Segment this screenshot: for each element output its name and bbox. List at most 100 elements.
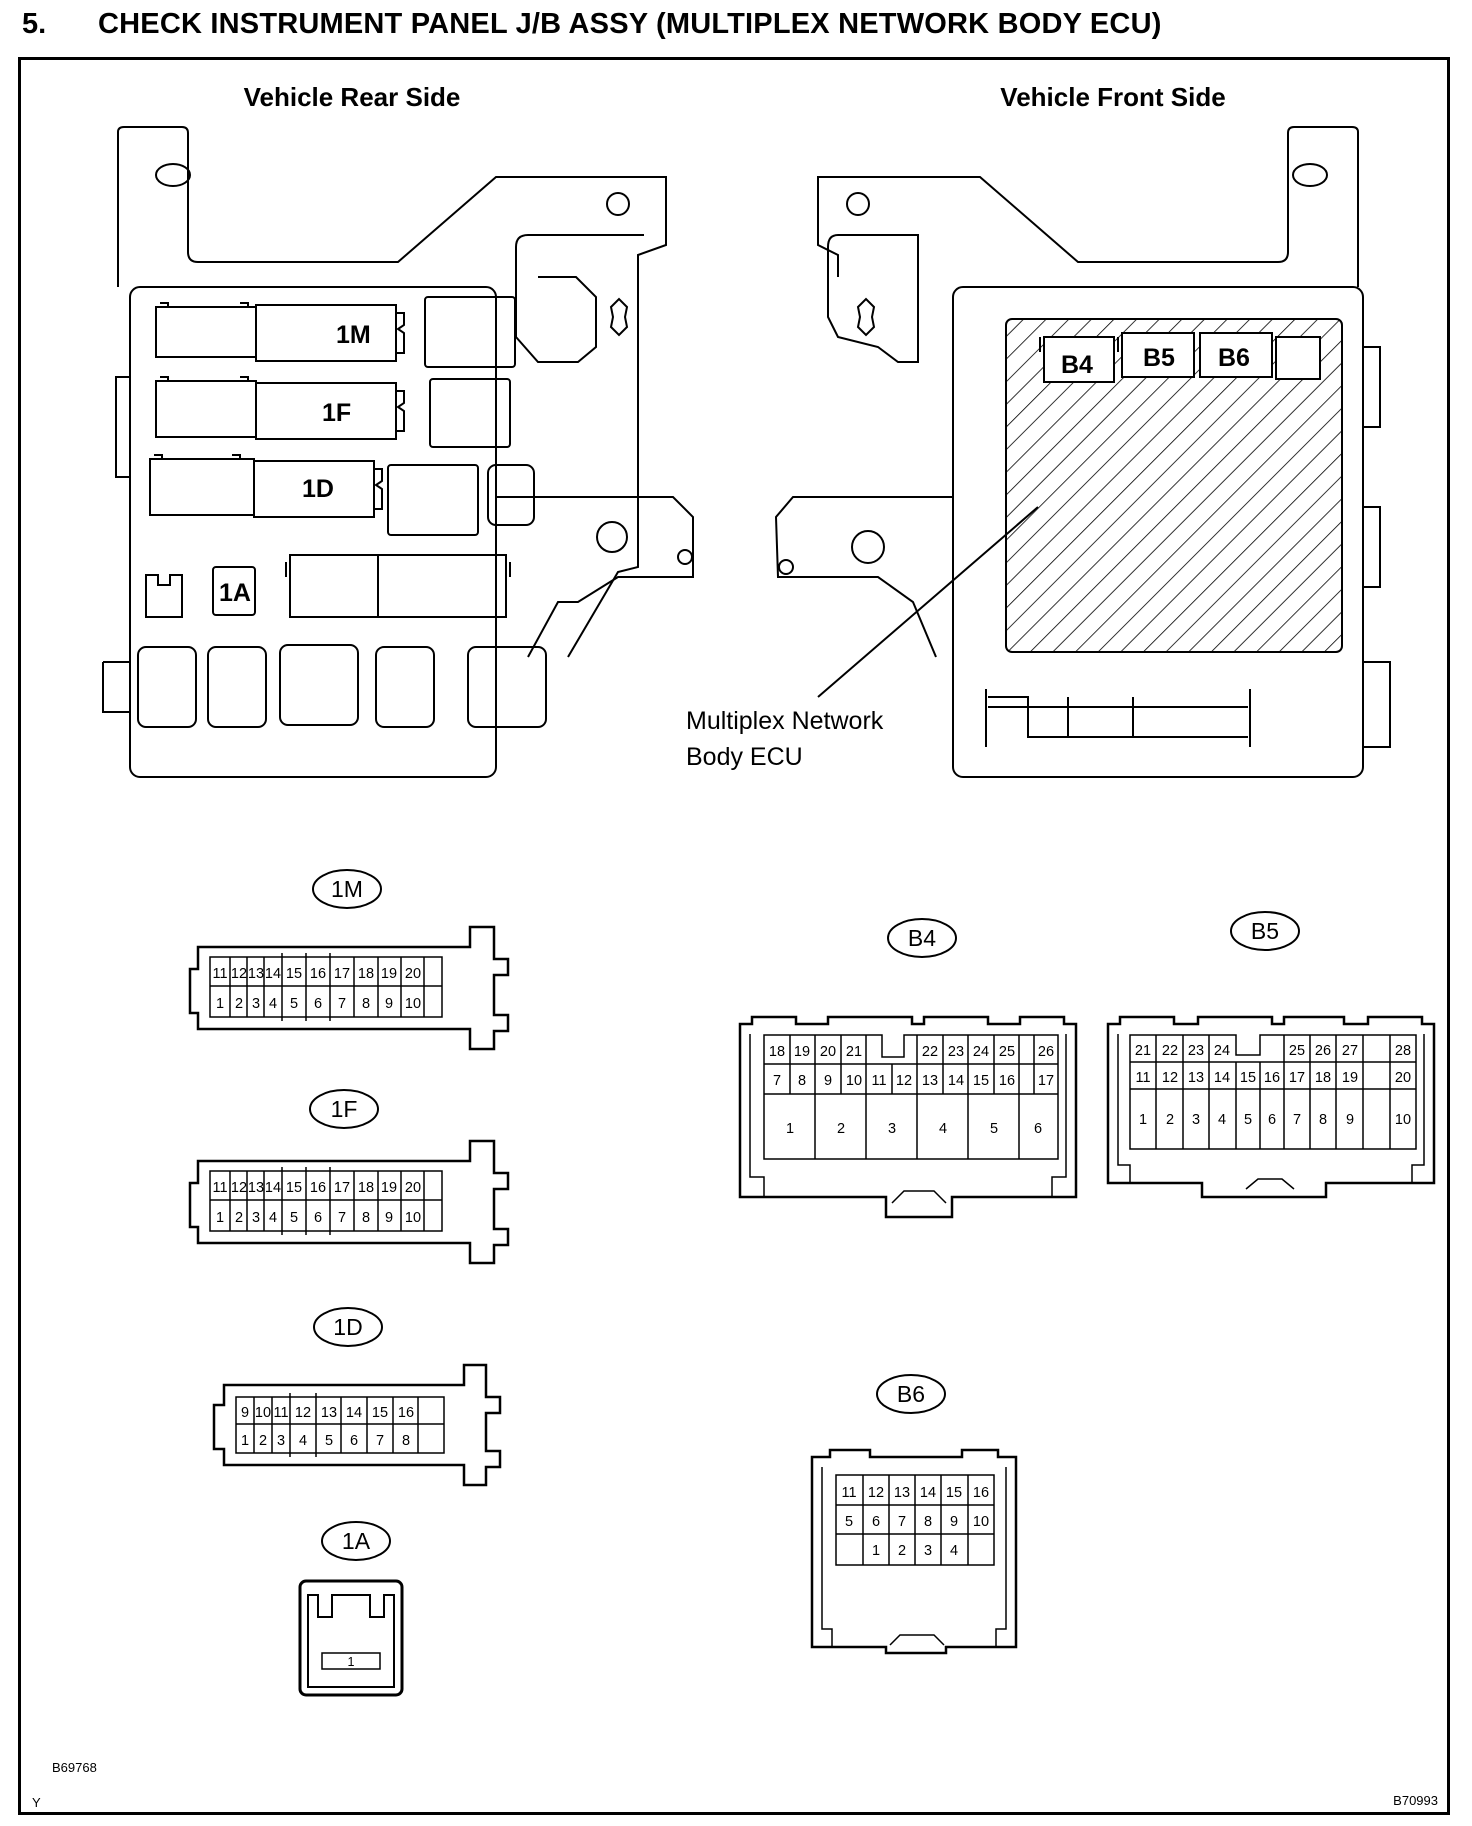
pin-B5-18: 18 xyxy=(1315,1070,1331,1086)
pin-1F-11: 11 xyxy=(212,1180,227,1196)
pin-1M-6: 6 xyxy=(314,996,322,1012)
pin-B5-14: 14 xyxy=(1214,1070,1230,1086)
ecu-leader-line xyxy=(817,506,1039,698)
pin-B5-16: 16 xyxy=(1264,1070,1280,1086)
front-label-B4: B4 xyxy=(1061,351,1093,379)
pin-B5-26: 26 xyxy=(1315,1043,1331,1059)
pin-B5-24: 24 xyxy=(1214,1043,1230,1059)
connector-1D: 1D 9 10 11 12 13 14 15 16 1 2 3 4 5 6 7 … xyxy=(212,1307,502,1487)
pin-B6-2: 2 xyxy=(898,1543,906,1559)
header: 5. CHECK INSTRUMENT PANEL J/B ASSY (MULT… xyxy=(0,0,1472,56)
connector-tag-B4: B4 xyxy=(908,925,936,951)
pin-B4-13: 13 xyxy=(922,1073,938,1089)
pin-1M-8: 8 xyxy=(362,996,370,1012)
pin-B4-12: 12 xyxy=(896,1073,912,1089)
ecu-callout-line-1: Multiplex Network xyxy=(686,707,884,735)
pin-1D-9: 9 xyxy=(241,1405,249,1421)
pin-B5-13: 13 xyxy=(1188,1070,1204,1086)
pin-B4-10: 10 xyxy=(846,1073,862,1089)
pin-1D-10: 10 xyxy=(255,1405,271,1421)
pin-1M-1: 1 xyxy=(216,996,224,1012)
pin-1M-9: 9 xyxy=(385,996,393,1012)
pin-B6-8: 8 xyxy=(924,1514,932,1530)
front-label-B6: B6 xyxy=(1218,344,1250,372)
pin-B5-22: 22 xyxy=(1162,1043,1178,1059)
pin-1M-2: 2 xyxy=(235,996,243,1012)
pin-1M-19: 19 xyxy=(381,966,397,982)
front-side-junction-block xyxy=(774,126,1391,778)
connector-tag-1A: 1A xyxy=(342,1528,371,1554)
ecu-connector-sockets xyxy=(1039,332,1321,383)
pin-1F-15: 15 xyxy=(286,1180,302,1196)
pin-1D-13: 13 xyxy=(321,1405,337,1421)
pin-B6-10: 10 xyxy=(973,1514,989,1530)
pin-1D-8: 8 xyxy=(402,1433,410,1449)
connector-1M: 1M 11 12 13 14 15 16 17 18 19 20 1 2 3 4… xyxy=(188,869,510,1051)
pin-B4-9: 9 xyxy=(824,1073,832,1089)
pin-1F-12: 12 xyxy=(231,1180,247,1196)
pin-1F-4: 4 xyxy=(269,1210,277,1226)
pin-B5-5: 5 xyxy=(1244,1112,1252,1128)
pin-B4-7: 7 xyxy=(773,1073,781,1089)
pin-1M-15: 15 xyxy=(286,966,302,982)
rear-view-title: Vehicle Rear Side xyxy=(244,82,461,112)
pin-B4-14: 14 xyxy=(948,1073,964,1089)
pin-B4-25: 25 xyxy=(999,1044,1015,1060)
pin-B4-4: 4 xyxy=(939,1121,947,1137)
pin-1F-10: 10 xyxy=(405,1210,421,1226)
pin-B5-3: 3 xyxy=(1192,1112,1200,1128)
pin-B4-19: 19 xyxy=(794,1044,810,1060)
pin-B5-17: 17 xyxy=(1289,1070,1305,1086)
connector-B4: B4 18 19 20 21 22 23 24 25 26 7 xyxy=(738,918,1078,1219)
pin-B4-11: 11 xyxy=(871,1073,886,1089)
pin-1M-20: 20 xyxy=(405,966,421,982)
pin-1F-9: 9 xyxy=(385,1210,393,1226)
pin-1F-7: 7 xyxy=(338,1210,346,1226)
pin-1M-3: 3 xyxy=(252,996,260,1012)
pin-B5-25: 25 xyxy=(1289,1043,1305,1059)
pin-B6-6: 6 xyxy=(872,1514,880,1530)
pin-1F-16: 16 xyxy=(310,1180,326,1196)
pin-1M-10: 10 xyxy=(405,996,421,1012)
pin-B4-16: 16 xyxy=(999,1073,1015,1089)
pin-1F-8: 8 xyxy=(362,1210,370,1226)
pin-B4-1: 1 xyxy=(786,1121,794,1137)
pin-B4-2: 2 xyxy=(837,1121,845,1137)
pin-B6-15: 15 xyxy=(946,1485,962,1501)
pin-B5-12: 12 xyxy=(1162,1070,1178,1086)
pin-B5-6: 6 xyxy=(1268,1112,1276,1128)
pin-B4-22: 22 xyxy=(922,1044,938,1060)
pin-B4-18: 18 xyxy=(769,1044,785,1060)
connector-1A: 1A 1 xyxy=(298,1521,404,1697)
pin-1D-6: 6 xyxy=(350,1433,358,1449)
pin-1M-18: 18 xyxy=(358,966,374,982)
rear-label-1M: 1M xyxy=(336,321,371,349)
pin-B5-10: 10 xyxy=(1395,1112,1411,1128)
pin-B6-4: 4 xyxy=(950,1543,958,1559)
pin-B4-3: 3 xyxy=(888,1121,896,1137)
ecu-callout-line-2: Body ECU xyxy=(686,743,803,771)
pin-B4-24: 24 xyxy=(973,1044,989,1060)
pin-B5-19: 19 xyxy=(1342,1070,1358,1086)
pin-B4-6: 6 xyxy=(1034,1121,1042,1137)
figure-code-right: B70993 xyxy=(1393,1793,1438,1808)
connector-1F: 1F 11 12 13 14 15 16 17 18 19 20 1 2 3 4… xyxy=(188,1089,510,1265)
pin-1M-11: 11 xyxy=(212,966,227,982)
pin-B6-13: 13 xyxy=(894,1485,910,1501)
pin-1D-4: 4 xyxy=(299,1433,307,1449)
rear-label-1A: 1A xyxy=(219,579,251,607)
pin-B5-11: 11 xyxy=(1135,1070,1150,1086)
pin-B4-20: 20 xyxy=(820,1044,836,1060)
pin-B6-12: 12 xyxy=(868,1485,884,1501)
pin-1M-13: 13 xyxy=(248,966,264,982)
pin-B6-1: 1 xyxy=(872,1543,880,1559)
pin-1F-6: 6 xyxy=(314,1210,322,1226)
pin-B5-1: 1 xyxy=(1139,1112,1147,1128)
pin-1F-18: 18 xyxy=(358,1180,374,1196)
pin-1D-15: 15 xyxy=(372,1405,388,1421)
figure-code-left: B69768 xyxy=(52,1760,97,1775)
connector-tag-B6: B6 xyxy=(897,1381,925,1407)
diagram-frame: Vehicle Rear Side xyxy=(18,57,1450,1815)
pin-1F-1: 1 xyxy=(216,1210,224,1226)
pin-1F-14: 14 xyxy=(265,1180,281,1196)
